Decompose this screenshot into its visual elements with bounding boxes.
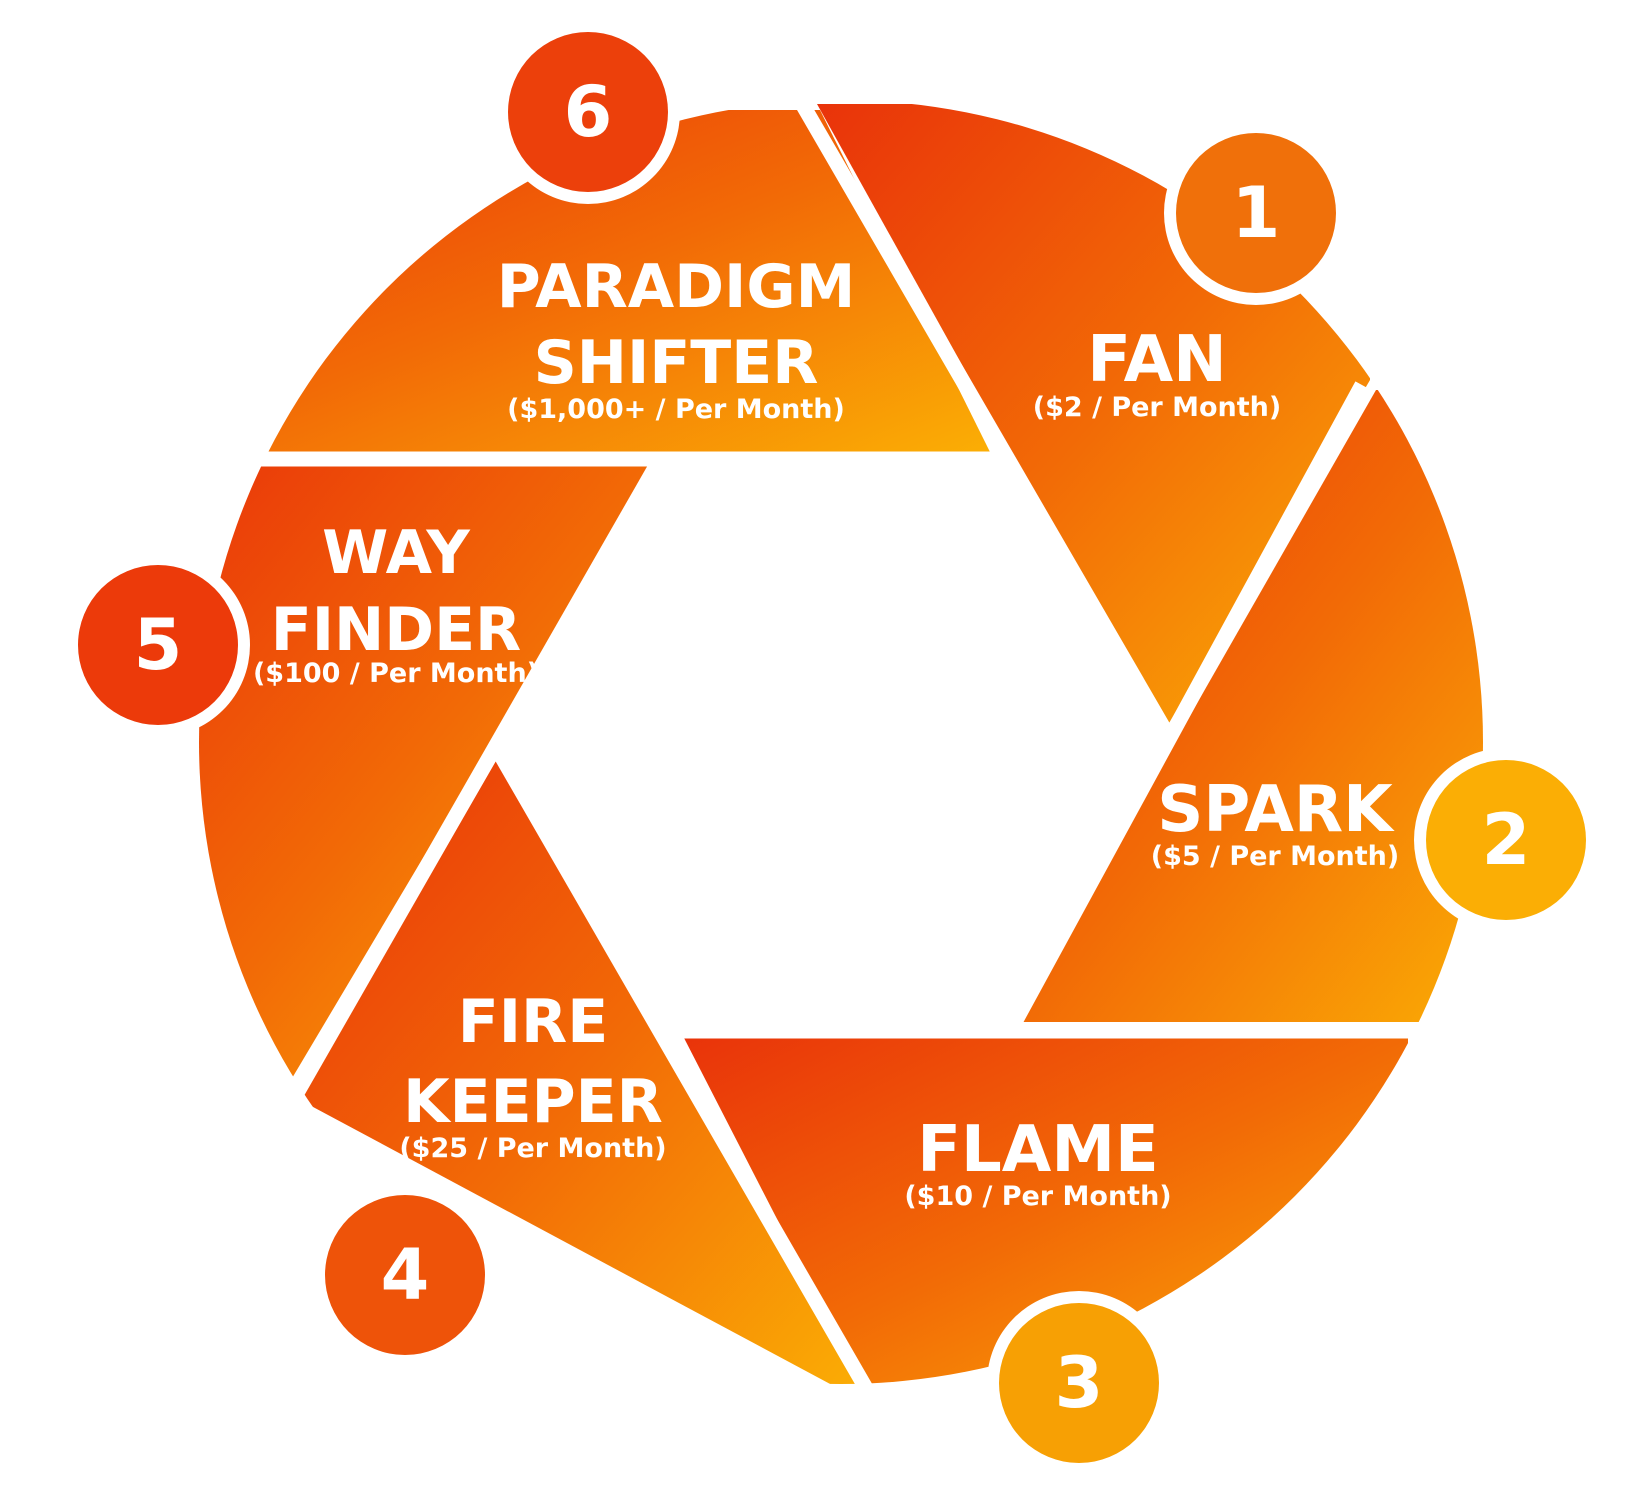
tier-title: FAN [1087, 323, 1226, 397]
tier-price: ($100 / Per Month) [253, 658, 539, 689]
badge-4: 4 [313, 1183, 497, 1367]
tier-fan-label: FAN ($2 / Per Month) [1033, 323, 1282, 423]
separator-1 [790, 91, 1172, 734]
tier-title-line-1: WAY [322, 518, 471, 588]
tier-price: ($25 / Per Month) [399, 1133, 666, 1164]
tier-paradigm-shifter-label: PARADIGM SHIFTER ($1,000+ / Per Month) [497, 252, 856, 425]
tier-title: FLAME [917, 1113, 1158, 1187]
tier-title-line-1: FIRE [458, 987, 609, 1057]
tier-title: SPARK [1157, 773, 1395, 847]
badge-2: 2 [1414, 748, 1598, 932]
tier-way-finder-label: WAY FINDER ($100 / Per Month) [253, 518, 539, 689]
tier-price: ($5 / Per Month) [1151, 841, 1400, 872]
badge-5: 5 [66, 553, 250, 737]
blade-separators [240, 91, 1420, 1394]
separator-2 [1008, 381, 1369, 1026]
badge-number: 3 [1055, 1342, 1104, 1424]
tier-title-line-1: PARADIGM [497, 252, 856, 322]
blade-way-finder [199, 466, 656, 1090]
tier-fire-keeper-label: FIRE KEEPER ($25 / Per Month) [399, 987, 666, 1164]
tier-spark-label: SPARK ($5 / Per Month) [1151, 773, 1400, 872]
tier-flame-label: FLAME ($10 / Per Month) [904, 1113, 1171, 1212]
badge-6: 6 [496, 20, 680, 204]
tier-price: ($2 / Per Month) [1033, 392, 1282, 423]
blade-fire-keeper [300, 754, 860, 1384]
tier-labels: FAN ($2 / Per Month) SPARK ($5 / Per Mon… [253, 252, 1399, 1212]
tier-title-line-2: FINDER [271, 595, 522, 665]
badge-1: 1 [1164, 121, 1348, 305]
badge-number: 5 [134, 604, 183, 686]
blade-spark [1015, 390, 1483, 1022]
separator-5 [290, 462, 663, 1097]
number-badges: 1 2 3 4 5 6 [66, 20, 1598, 1475]
badge-number: 4 [381, 1234, 430, 1316]
badge-number: 1 [1232, 172, 1281, 254]
badge-3: 3 [987, 1291, 1171, 1475]
tier-price: ($10 / Per Month) [904, 1181, 1171, 1212]
badge-number: 2 [1482, 799, 1531, 881]
tier-title-line-2: SHIFTER [534, 328, 819, 398]
badge-number: 6 [564, 71, 613, 153]
tier-title-line-2: KEEPER [403, 1067, 663, 1137]
separator-4 [493, 750, 874, 1394]
tier-price: ($1,000+ / Per Month) [507, 394, 845, 425]
aperture-center-hole [500, 452, 1165, 1036]
